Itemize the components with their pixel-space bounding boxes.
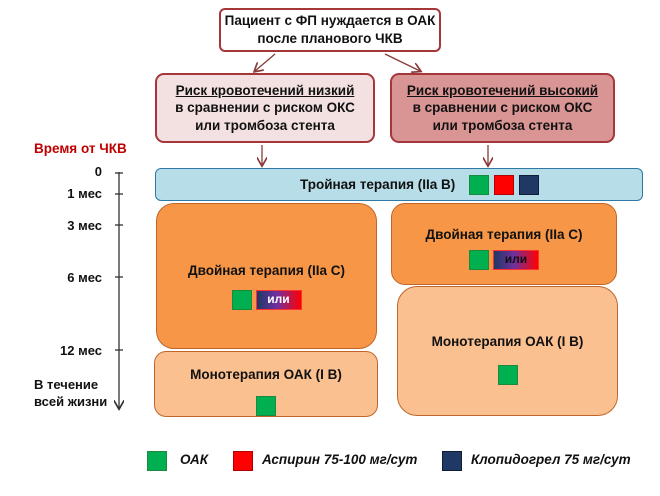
high-risk-line2: в сравнении с риском ОКС [412,100,593,116]
tick-6-months: 6 мес [67,270,102,285]
tick-3-months: 3 мес [67,218,102,233]
dual-therapy-low-risk-drugs: или [231,289,302,310]
oac-square-icon [231,289,252,310]
patient-indication-box: Пациент с ФП нуждается в ОАК после плано… [219,8,441,52]
triple-therapy-bar: Тройная терапия (IIa B) [155,168,643,201]
triple-therapy-label: Тройная терапия (IIa B) [300,176,456,192]
tick-0: 0 [94,164,102,179]
legend-aspirin-swatch-icon [233,451,253,471]
aspirin-square-icon [494,174,515,195]
low-risk-line2: в сравнении с риском ОКС [175,100,355,116]
dual-therapy-low-risk-label: Двойная терапия (IIa C) [187,263,346,278]
tick-lifelong-line2: всей жизни [34,393,108,409]
dual-therapy-low-risk-box: Двойная терапия (IIa C) или [156,203,377,349]
tick-lifelong-line1: В течение [34,377,99,392]
monotherapy-low-risk-label: Монотерапия ОАК (I B) [190,367,342,382]
timeline-axis [115,172,123,408]
high-bleeding-risk-box: Риск кровотечений высокий в сравнении с … [390,73,615,143]
legend-oac-swatch-icon [147,451,167,471]
patient-indication-line2: после планового ЧКВ [257,31,403,46]
low-risk-line1: Риск кровотечений низкий [175,82,355,98]
clopidogrel-square-icon [519,174,540,195]
dual-therapy-high-risk-drugs: или [469,249,539,270]
or-aspirin-clopidogrel-icon: или [493,249,539,270]
tick-lifelong: В течение всей жизни [34,377,107,411]
oac-square-icon [256,395,276,416]
high-risk-line1: Риск кровотечений высокий [406,82,599,98]
monotherapy-high-risk-box: Монотерапия ОАК (I B) [397,286,618,416]
legend-clopidogrel-label: Клопидогрел 75 мг/сут [471,452,631,467]
patient-indication-line1: Пациент с ФП нуждается в ОАК [224,13,436,29]
legend-oac-label: ОАК [180,452,209,467]
or-aspirin-clopidogrel-icon: или [255,289,302,310]
dual-therapy-high-risk-label: Двойная терапия (IIa C) [425,227,583,242]
legend-clopidogrel-swatch-icon [442,451,462,471]
legend-aspirin-label: Аспирин 75-100 мг/сут [262,452,418,467]
arrow-top-to-high [384,53,420,71]
high-risk-line3: или тромбоза стента [432,117,573,133]
timeline-title: Время от ЧКВ [34,141,127,156]
oac-square-icon [469,249,489,270]
tick-1-month: 1 мес [67,186,102,201]
oac-square-icon [469,174,490,195]
monotherapy-high-risk-drugs [497,364,518,385]
tick-12-months: 12 мес [60,343,102,358]
low-bleeding-risk-box: Риск кровотечений низкий в сравнении с р… [155,73,375,143]
monotherapy-high-risk-label: Монотерапия ОАК (I B) [431,334,584,349]
monotherapy-low-risk-box: Монотерапия ОАК (I B) [154,351,378,417]
monotherapy-low-risk-drugs [256,395,276,416]
low-risk-line3: или тромбоза стента [195,117,335,133]
dual-therapy-high-risk-box: Двойная терапия (IIa C) или [391,203,617,285]
arrow-top-to-low [255,53,276,71]
oac-square-icon [497,364,518,385]
